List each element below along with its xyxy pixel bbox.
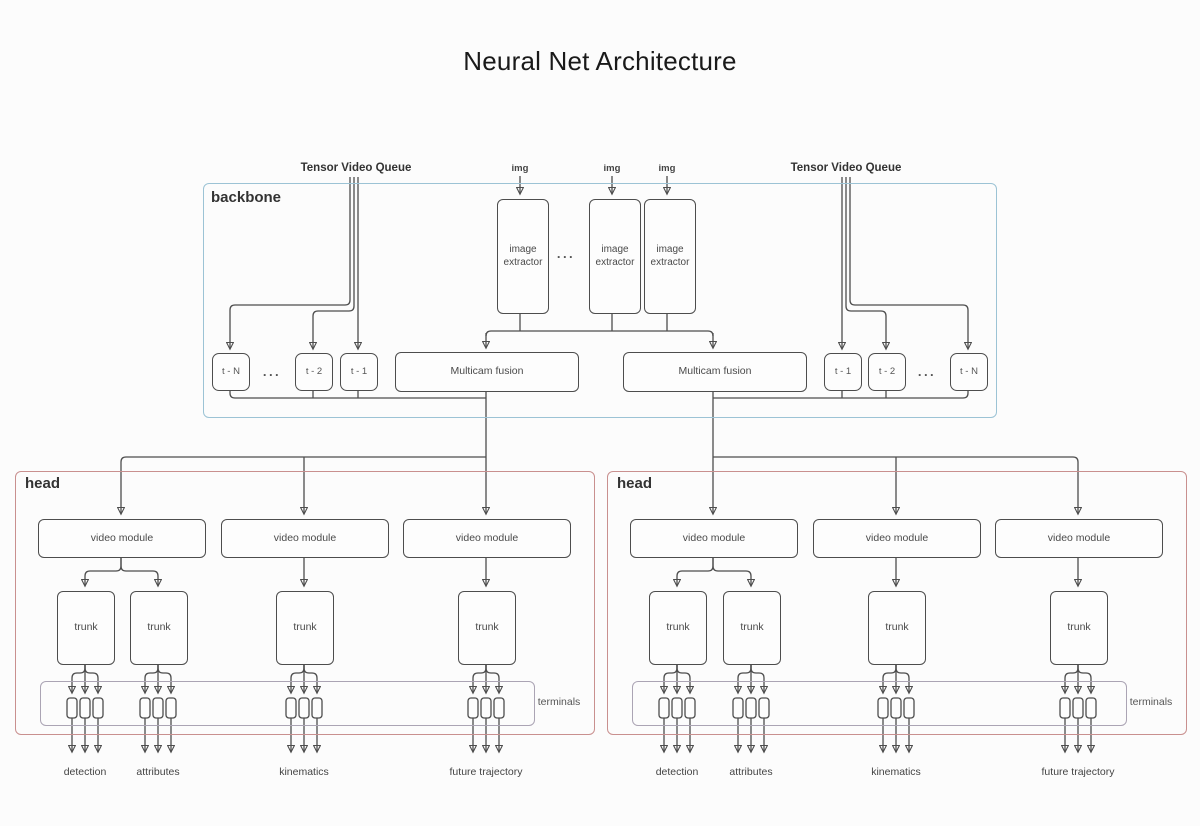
page-title: Neural Net Architecture: [463, 46, 737, 76]
trunk-box: trunk: [276, 591, 334, 665]
video-module-box: video module: [221, 519, 389, 558]
video-module-box: video module: [403, 519, 571, 558]
trunk-box: trunk: [1050, 591, 1108, 665]
time-box-t-2: t - 2: [868, 353, 906, 391]
trunk-box: trunk: [868, 591, 926, 665]
trunk-terminal-fan: [895, 663, 909, 692]
video-module-box: video module: [813, 519, 981, 558]
time-box-t-n: t - N: [950, 353, 988, 391]
extractor-ellipsis: ...: [556, 246, 576, 261]
time-box-t-1: t - 1: [824, 353, 862, 391]
output-label-attributes: attributes: [729, 766, 773, 778]
trunk-terminal-fan: [1077, 663, 1091, 692]
video-module-box: video module: [630, 519, 798, 558]
img-label: img: [603, 163, 621, 174]
time-ellipsis-right: ...: [917, 364, 937, 379]
tensor-video-queue-label-left: Tensor Video Queue: [300, 162, 412, 174]
video-module-box: video module: [995, 519, 1163, 558]
backbone-label: backbone: [211, 189, 282, 206]
backbone-container: [203, 183, 997, 418]
time-box-t-n: t - N: [212, 353, 250, 391]
head-container-left: [15, 471, 595, 735]
head-container-right: [607, 471, 1187, 735]
terminals-container: [40, 681, 535, 726]
head-label: head: [617, 475, 653, 492]
image-extractor-box: image extractor: [497, 199, 549, 314]
output-label-detection: detection: [63, 766, 107, 778]
trunk-box: trunk: [723, 591, 781, 665]
trunk-terminal-fan: [750, 663, 764, 692]
trunk-terminal-fan: [676, 663, 690, 692]
terminals-container: [632, 681, 1127, 726]
video-module-box: video module: [38, 519, 206, 558]
multicam-fusion-box: Multicam fusion: [623, 352, 807, 392]
output-label-future-trajectory: future trajectory: [1041, 766, 1115, 778]
tensor-video-queue-label-right: Tensor Video Queue: [790, 162, 902, 174]
img-label: img: [511, 163, 529, 174]
multicam-fusion-box: Multicam fusion: [395, 352, 579, 392]
img-label: img: [658, 163, 676, 174]
time-ellipsis-left: ...: [262, 364, 282, 379]
output-label-kinematics: kinematics: [279, 766, 329, 778]
trunk-terminal-fan: [157, 663, 171, 692]
trunk-box: trunk: [57, 591, 115, 665]
terminals-label: terminals: [1129, 696, 1173, 708]
image-extractor-label: image extractor: [595, 244, 635, 268]
output-label-future-trajectory: future trajectory: [449, 766, 523, 778]
output-label-detection: detection: [655, 766, 699, 778]
trunk-box: trunk: [458, 591, 516, 665]
trunk-box: trunk: [649, 591, 707, 665]
output-label-attributes: attributes: [136, 766, 180, 778]
trunk-terminal-fan: [485, 663, 499, 692]
terminals-label: terminals: [537, 696, 581, 708]
trunk-terminal-fan: [84, 663, 98, 692]
image-extractor-label: image extractor: [503, 244, 543, 268]
trunk-box: trunk: [130, 591, 188, 665]
time-box-t-1: t - 1: [340, 353, 378, 391]
time-box-t-2: t - 2: [295, 353, 333, 391]
image-extractor-box: image extractor: [589, 199, 641, 314]
image-extractor-box: image extractor: [644, 199, 696, 314]
image-extractor-label: image extractor: [650, 244, 690, 268]
output-label-kinematics: kinematics: [871, 766, 921, 778]
trunk-terminal-fan: [303, 663, 317, 692]
head-label: head: [25, 475, 61, 492]
